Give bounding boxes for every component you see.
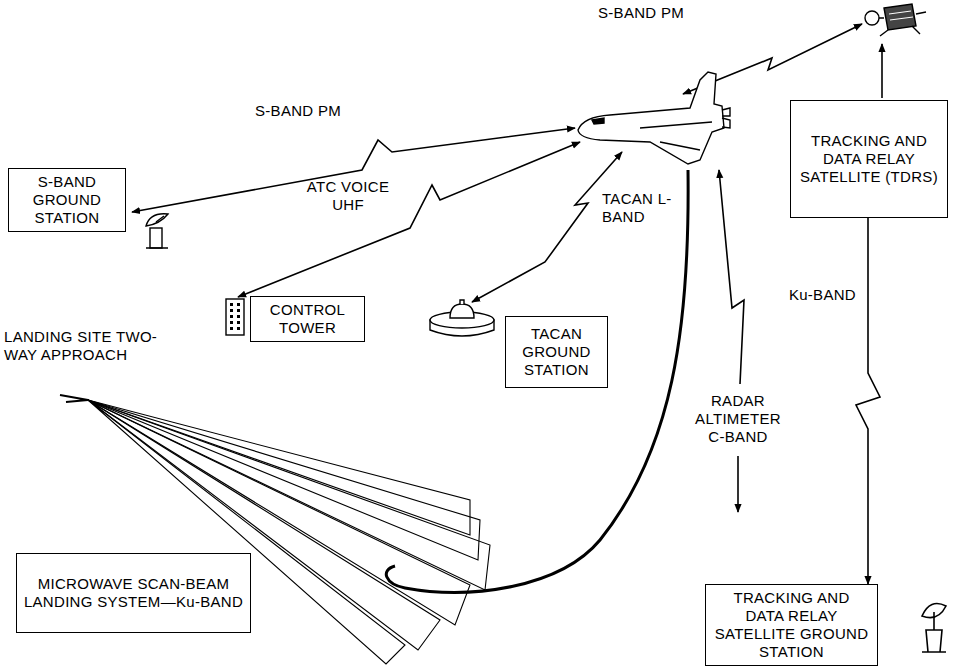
node-text: TRACKING AND DATA RELAY SATELLITE GROUND… <box>712 589 871 661</box>
tower-window <box>237 303 240 306</box>
tower-window <box>230 309 233 312</box>
control-tower-icon <box>226 299 244 335</box>
landing-system-box: MICROWAVE SCAN-BEAM LANDING SYSTEM—Ku-BA… <box>16 553 251 633</box>
tower-windows <box>230 303 240 330</box>
satellite-box: TRACKING AND DATA RELAY SATELLITE (TDRS) <box>790 100 948 218</box>
satellite-boom <box>879 12 926 36</box>
ground-station-box: TACAN GROUND STATION <box>505 316 608 388</box>
dish-pedestal <box>150 228 162 248</box>
signal-label: S-BAND PM <box>255 102 355 120</box>
signal-label: RADAR ALTIMETER C-BAND <box>688 392 788 446</box>
dish-feed <box>146 216 168 248</box>
tacan-station-icon <box>430 300 494 336</box>
radio-links <box>132 24 882 512</box>
radar-altimeter-down <box>737 456 739 512</box>
tacan-tip <box>460 300 464 304</box>
tower-window <box>230 315 233 318</box>
radio-link-connector <box>856 218 880 584</box>
satellite-panel-lines <box>889 11 913 20</box>
radar-altimeter-link <box>719 170 744 384</box>
ground-dish-stand <box>922 612 946 652</box>
tdrs-uplink <box>881 44 883 98</box>
tower-window <box>230 327 233 330</box>
tower-building <box>226 299 244 335</box>
tower-window <box>230 321 233 324</box>
tacan-link <box>472 152 622 302</box>
signal-label: S-BAND PM <box>598 4 698 22</box>
tower-window <box>230 303 233 306</box>
tower-window <box>237 315 240 318</box>
dish-reflector <box>146 214 168 226</box>
satellite-dish <box>865 11 879 25</box>
node-text: MICROWAVE SCAN-BEAM LANDING SYSTEM—Ku-BA… <box>23 575 244 611</box>
orbiter-body <box>578 72 724 164</box>
edge-label: Ku-BAND <box>787 286 858 304</box>
signal-label: ATC VOICE UHF <box>300 178 396 214</box>
control-tower-box: CONTROL TOWER <box>250 296 365 342</box>
approach-path <box>386 170 688 592</box>
tdrs-satellite-icon <box>865 4 926 36</box>
tdrs-ground-dish-icon <box>922 604 946 652</box>
node-text: S-BAND GROUND STATION <box>15 173 119 227</box>
atc-link <box>238 142 580 297</box>
orbiter-windows <box>592 118 604 124</box>
orbiter <box>578 72 730 164</box>
tacan-dome <box>450 304 474 318</box>
tower-window <box>237 327 240 330</box>
tower-window <box>237 321 240 324</box>
node-text: TACAN GROUND STATION <box>512 325 601 379</box>
s-band-dish-icon <box>146 214 168 248</box>
node-text: CONTROL TOWER <box>257 301 358 337</box>
ground-station-box: S-BAND GROUND STATION <box>8 168 126 232</box>
node-text: TRACKING AND DATA RELAY SATELLITE (TDRS) <box>797 132 941 186</box>
beam-plane <box>88 400 480 560</box>
approach-label: LANDING SITE TWO-WAY APPROACH <box>4 328 174 364</box>
orbiter-details <box>640 108 730 150</box>
beam-origin <box>60 395 88 402</box>
satellite-body <box>884 4 916 30</box>
tower-window <box>237 309 240 312</box>
ground-station-box: TRACKING AND DATA RELAY SATELLITE GROUND… <box>705 584 878 666</box>
signal-label: TACAN L-BAND <box>602 190 674 226</box>
